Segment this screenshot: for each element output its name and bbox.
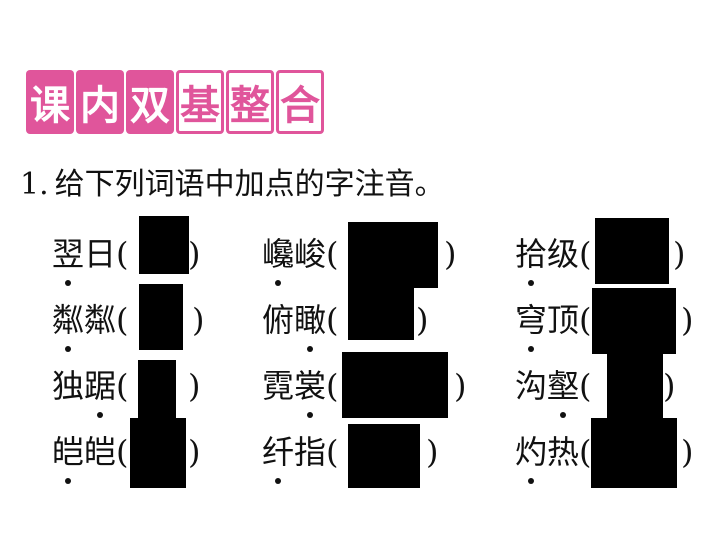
open-paren: ( xyxy=(579,235,592,273)
vocab-word: 皑皑 xyxy=(52,433,117,471)
emphasis-dot xyxy=(528,346,534,352)
close-paren: ) xyxy=(416,301,429,339)
close-paren: ) xyxy=(681,301,694,339)
open-paren: ( xyxy=(579,433,592,471)
redaction-box xyxy=(595,218,669,284)
close-paren: ) xyxy=(454,367,467,405)
close-paren: ) xyxy=(426,433,439,471)
emphasis-dot xyxy=(65,346,71,352)
redaction-box xyxy=(139,284,183,350)
open-paren: ( xyxy=(579,367,592,405)
vocab-word: 纤指 xyxy=(262,433,327,471)
open-paren: ( xyxy=(579,301,592,339)
emphasis-dot xyxy=(528,280,534,286)
vocab-word: 穹顶 xyxy=(515,301,580,339)
emphasis-dot xyxy=(275,478,281,484)
vocab-word: 翌日 xyxy=(52,235,117,273)
question-number: 1. xyxy=(20,167,49,202)
section-title: 课 内 双 基 整 合 xyxy=(26,70,324,134)
title-char: 整 xyxy=(226,70,274,134)
vocab-word: 粼粼 xyxy=(52,301,117,339)
title-char: 基 xyxy=(176,70,224,134)
open-paren: ( xyxy=(116,301,129,339)
close-paren: ) xyxy=(663,367,676,405)
close-paren: ) xyxy=(188,433,201,471)
open-paren: ( xyxy=(116,367,129,405)
open-paren: ( xyxy=(116,235,129,273)
vocab-word: 俯瞰 xyxy=(262,301,327,339)
redaction-box xyxy=(592,288,676,354)
close-paren: ) xyxy=(188,367,201,405)
open-paren: ( xyxy=(326,301,339,339)
redaction-box xyxy=(130,418,186,488)
redaction-box xyxy=(607,354,663,418)
open-paren: ( xyxy=(326,235,339,273)
question-text: 给下列词语中加点的字注音。 xyxy=(54,167,445,202)
emphasis-dot xyxy=(65,280,71,286)
emphasis-dot xyxy=(560,412,566,418)
open-paren: ( xyxy=(116,433,129,471)
redaction-box xyxy=(342,352,448,418)
redaction-box xyxy=(139,216,189,274)
vocab-word: 巉峻 xyxy=(262,235,327,273)
redaction-box xyxy=(138,360,176,418)
emphasis-dot xyxy=(307,346,313,352)
vocab-word: 灼热 xyxy=(515,433,580,471)
title-char: 双 xyxy=(126,70,174,134)
title-char: 课 xyxy=(26,70,74,134)
vocab-word: 霓裳 xyxy=(262,367,327,405)
vocab-word: 拾级 xyxy=(515,235,580,273)
emphasis-dot xyxy=(97,412,103,418)
vocab-word: 沟壑 xyxy=(515,367,580,405)
close-paren: ) xyxy=(673,235,686,273)
redaction-box xyxy=(348,288,414,340)
redaction-box xyxy=(348,424,420,488)
close-paren: ) xyxy=(444,235,457,273)
title-char: 合 xyxy=(276,70,324,134)
redaction-box xyxy=(348,222,438,288)
close-paren: ) xyxy=(681,433,694,471)
emphasis-dot xyxy=(65,478,71,484)
close-paren: ) xyxy=(188,235,201,273)
emphasis-dot xyxy=(307,412,313,418)
open-paren: ( xyxy=(326,367,339,405)
redaction-box xyxy=(591,418,677,488)
emphasis-dot xyxy=(275,280,281,286)
emphasis-dot xyxy=(528,478,534,484)
question-prompt: 1.给下列词语中加点的字注音。 xyxy=(20,165,445,205)
close-paren: ) xyxy=(192,301,205,339)
vocab-word: 独踞 xyxy=(52,367,117,405)
open-paren: ( xyxy=(326,433,339,471)
title-char: 内 xyxy=(76,70,124,134)
